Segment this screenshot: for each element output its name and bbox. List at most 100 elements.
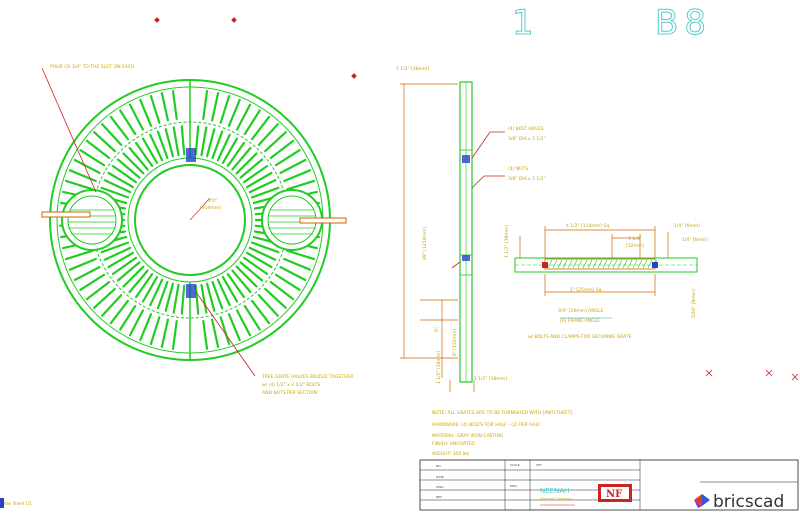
grate-slot: [219, 316, 231, 346]
grate-slot: [73, 158, 101, 174]
grate-slot: [221, 276, 239, 303]
grate-slot: [164, 282, 174, 312]
grate-slot: [243, 304, 261, 331]
grate-slot: [116, 158, 141, 179]
grate-slot: [257, 123, 279, 146]
grate-slot: [194, 284, 200, 315]
tie-bar-right: [299, 217, 347, 224]
grate-slot: [211, 318, 220, 348]
grate-slot: [160, 91, 169, 122]
tb-left-cell-2: DRN: [510, 484, 517, 488]
grate-slot: [128, 146, 149, 171]
detail-clip-left: [542, 262, 548, 268]
grate-slot: [239, 261, 264, 282]
grate-slot: [101, 294, 123, 317]
grate-slot: [122, 265, 145, 288]
grate-slot: [172, 126, 180, 157]
tb-left-cell-1: SCALE: [510, 463, 520, 467]
hatch-line: [602, 259, 608, 269]
grate-slot: [219, 94, 231, 124]
section-side-dim: 48" [1219mm]: [422, 227, 428, 260]
grate-slot: [149, 94, 161, 124]
grate-slot: [111, 256, 137, 275]
grate-slot: [109, 299, 130, 325]
section-low-dim: 6" [152mm]: [452, 329, 458, 356]
grate-slot: [135, 273, 154, 299]
grate-slot: [171, 320, 178, 350]
grate-slot: [139, 98, 153, 127]
footer-stamp: Rev Sheet 1/1: [4, 501, 32, 506]
plan-label-top: POUR (3) 1/4" TO THE SLOT ON EACH: [50, 64, 134, 70]
grate-slot: [64, 179, 94, 191]
grate-slot: [250, 241, 280, 254]
detail-dim-top-2: 1 1/4": [628, 236, 642, 242]
bolt-pad-top: [186, 148, 196, 162]
marker-diamonds: [154, 17, 357, 79]
left-lug-inner: [67, 195, 117, 245]
grate-slot: [264, 287, 287, 309]
grate-slot: [248, 246, 277, 261]
grate-slot: [85, 281, 111, 301]
hatch-line: [607, 259, 613, 269]
grate-slot: [156, 130, 169, 160]
hatch-line: [612, 259, 618, 269]
tb-row-b: DATE: [436, 475, 444, 479]
company-name: NEENAH: [540, 487, 569, 495]
grate-slot: [211, 280, 224, 310]
grate-slot: [171, 89, 178, 121]
hatch-line: [632, 259, 638, 269]
detail-dim-left: 1 1/2" [38mm]: [504, 225, 510, 258]
general-notes: NOTE: ALL GRATES ARE TO BE FURNISHED WIT…: [432, 410, 572, 457]
grate-slot: [200, 126, 208, 157]
grate-slot: [139, 313, 153, 342]
callout-b-2: 3/8" DIA x 1 1/2": [508, 176, 546, 182]
grate-slot: [216, 278, 231, 307]
section-view: 1 1/2" [38mm] (4) BOLT HOLES 3/8" DIA x …: [396, 66, 546, 392]
grate-slot: [286, 179, 316, 191]
leader-bottom: [195, 291, 256, 377]
note-line-3: MATERIAL: GRAY IRON CASTING: [432, 433, 504, 439]
title-letters: B8: [655, 3, 712, 43]
grate-slot: [149, 278, 164, 307]
hatch-line: [557, 259, 563, 269]
grate-slot: [149, 316, 161, 346]
detail-note-2: [6] FRAME ANGLE: [560, 318, 600, 324]
grate-slot: [119, 304, 137, 331]
center-leader: [189, 197, 211, 221]
callout-b-1: (4) NUTS: [508, 166, 528, 172]
grate-slot: [68, 169, 97, 183]
grate-slot: [180, 284, 186, 315]
tb-sheet-label: SHT: [536, 463, 542, 467]
note-line-1: NOTE: ALL GRATES ARE TO BE FURNISHED WIT…: [432, 410, 572, 416]
grate-slot: [164, 128, 174, 158]
detail-dim-top-1: 4 1/2" [114mm] Sq.: [566, 223, 610, 229]
grate-slot: [73, 266, 101, 282]
plan-label-bottom-3: AND NUTS PER SECTION: [262, 390, 317, 396]
tie-bar-left: [41, 211, 91, 218]
grate-slot: [128, 309, 144, 337]
grate-slot: [119, 109, 137, 136]
plan-center-dim-2: [914mm]: [200, 205, 221, 211]
grate-slot: [221, 137, 239, 164]
hatch-line: [597, 259, 603, 269]
grate-slot: [116, 261, 141, 282]
plan-label-bottom-2: w/ (4) 1/2" x 2 1/2" BOLTS: [262, 382, 320, 388]
grate-slot: [100, 186, 130, 199]
grate-slot: [279, 266, 307, 282]
grate-slot: [111, 165, 137, 184]
grate-slot: [236, 103, 252, 131]
grate-slot: [286, 249, 316, 261]
title-number: 1: [512, 3, 534, 43]
hatch-line: [587, 259, 593, 269]
grate-slot: [156, 280, 169, 310]
grate-slot: [236, 309, 252, 337]
leader-top: [41, 67, 97, 193]
detail-dim-right: 1/4" [6mm]: [682, 237, 708, 243]
grate-slot: [211, 91, 220, 122]
detail-view: 4 1/2" [114mm] Sq. 1 1/4" [32mm] 1/4" [6…: [504, 223, 708, 340]
grate-slot: [216, 133, 231, 162]
callout-c-leader: [451, 261, 461, 269]
hatch-line: [617, 259, 623, 269]
